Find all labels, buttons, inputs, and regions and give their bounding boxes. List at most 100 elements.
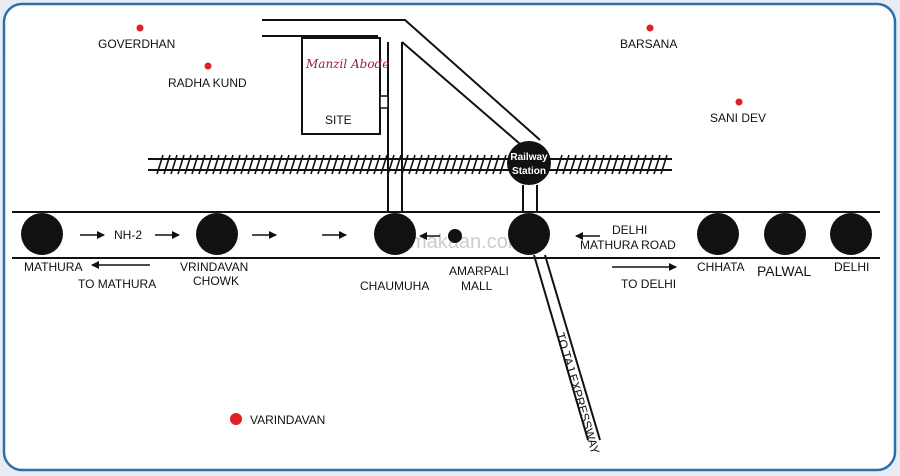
rail-sleeper bbox=[492, 154, 500, 175]
nh2-label: NH-2 bbox=[114, 228, 142, 242]
mathura-stop-marker bbox=[21, 213, 63, 255]
rail-sleeper bbox=[653, 154, 661, 175]
brand-logo: Manzil Abode bbox=[305, 57, 389, 71]
delhi-mathura-road-line1: DELHI bbox=[612, 223, 647, 237]
vrindavan-label-line2: CHOWK bbox=[193, 274, 239, 288]
rail-sleeper bbox=[366, 154, 374, 175]
rail-sleeper bbox=[604, 154, 612, 175]
goverdhan-marker bbox=[136, 24, 144, 32]
rail-sleeper bbox=[317, 154, 325, 175]
rail-sleeper bbox=[324, 154, 332, 175]
rail-sleeper bbox=[583, 154, 591, 175]
rail-sleeper bbox=[359, 154, 367, 175]
railway-station-line1: Railway bbox=[510, 152, 548, 163]
amarpali-mall-stop-marker bbox=[508, 213, 550, 255]
railway-track bbox=[148, 154, 672, 175]
site-label: SITE bbox=[325, 113, 352, 127]
to-delhi-label: TO DELHI bbox=[621, 277, 676, 291]
direction-arrows bbox=[80, 231, 677, 271]
sani-dev-marker bbox=[735, 98, 743, 106]
delhi-mathura-road-line2: MATHURA ROAD bbox=[580, 238, 676, 252]
amarpali-mall-dot bbox=[448, 229, 462, 243]
rail-sleeper bbox=[170, 154, 178, 175]
varindavan-label: VARINDAVAN bbox=[250, 413, 325, 427]
palwal-label: PALWAL bbox=[757, 263, 811, 279]
rail-sleeper bbox=[310, 154, 318, 175]
rail-sleeper bbox=[289, 154, 297, 175]
rail-sleeper bbox=[618, 154, 626, 175]
rail-sleeper bbox=[226, 154, 234, 175]
rail-sleeper bbox=[660, 154, 668, 175]
radha-kund-label: RADHA KUND bbox=[168, 76, 247, 90]
palwal-stop-marker bbox=[764, 213, 806, 255]
rail-sleeper bbox=[254, 154, 262, 175]
chhata-label: CHHATA bbox=[697, 260, 745, 274]
rail-sleeper bbox=[499, 154, 507, 175]
vrindavan-label-line1: VRINDAVAN bbox=[180, 260, 248, 274]
road-to-taj-expressway bbox=[533, 254, 601, 441]
rail-sleeper bbox=[408, 154, 416, 175]
to-mathura-label: TO MATHURA bbox=[78, 277, 156, 291]
rail-sleeper bbox=[555, 154, 563, 175]
highway-nh2 bbox=[12, 211, 880, 259]
amarpali-label-line1: AMARPALI bbox=[449, 264, 509, 278]
chaumuha-stop-marker bbox=[374, 213, 416, 255]
rail-sleeper bbox=[380, 154, 388, 175]
rail-sleeper bbox=[436, 154, 444, 175]
rail-sleeper bbox=[415, 154, 423, 175]
railway-station-marker: Railway Station bbox=[507, 141, 551, 185]
rail-sleeper bbox=[233, 154, 241, 175]
watermark-text: makaan.com bbox=[410, 231, 525, 253]
rail-sleeper bbox=[373, 154, 381, 175]
barsana-marker bbox=[646, 24, 654, 32]
rail-sleeper bbox=[590, 154, 598, 175]
rail-sleeper bbox=[268, 154, 276, 175]
rail-sleeper bbox=[597, 154, 605, 175]
rail-sleeper bbox=[331, 154, 339, 175]
road-to-site bbox=[387, 42, 403, 212]
rail-sleeper bbox=[163, 154, 171, 175]
rail-sleeper bbox=[457, 154, 465, 175]
rail-sleeper bbox=[247, 154, 255, 175]
rail-sleeper bbox=[639, 154, 647, 175]
vrindavan-chowk-stop-marker bbox=[196, 213, 238, 255]
sani-dev-label: SANI DEV bbox=[710, 111, 766, 125]
rail-sleeper bbox=[394, 154, 402, 175]
delhi-label: DELHI bbox=[834, 260, 869, 274]
rail-sleeper bbox=[303, 154, 311, 175]
rail-sleeper bbox=[156, 154, 164, 175]
rail-sleeper bbox=[296, 154, 304, 175]
road-to-railway-station bbox=[262, 19, 541, 151]
rail-sleeper bbox=[443, 154, 451, 175]
rail-sleeper bbox=[198, 154, 206, 175]
mathura-label: MATHURA bbox=[24, 260, 82, 274]
rail-sleeper bbox=[191, 154, 199, 175]
rail-sleeper bbox=[450, 154, 458, 175]
rail-sleeper bbox=[464, 154, 472, 175]
rail-sleeper bbox=[205, 154, 213, 175]
rail-sleeper bbox=[282, 154, 290, 175]
rail-sleeper bbox=[352, 154, 360, 175]
radha-kund-marker bbox=[204, 62, 212, 70]
chhata-stop-marker bbox=[697, 213, 739, 255]
rail-sleeper bbox=[611, 154, 619, 175]
barsana-label: BARSANA bbox=[620, 37, 677, 51]
rail-sleeper bbox=[569, 154, 577, 175]
rail-sleeper bbox=[562, 154, 570, 175]
rail-sleeper bbox=[485, 154, 493, 175]
amarpali-label-line2: MALL bbox=[461, 279, 493, 293]
varindavan-marker bbox=[230, 413, 242, 425]
rail-sleeper bbox=[219, 154, 227, 175]
rail-sleeper bbox=[625, 154, 633, 175]
railway-station-line2: Station bbox=[512, 166, 546, 177]
delhi-stop-marker bbox=[830, 213, 872, 255]
rail-sleeper bbox=[478, 154, 486, 175]
rail-sleeper bbox=[429, 154, 437, 175]
goverdhan-label: GOVERDHAN bbox=[98, 37, 175, 51]
rail-sleeper bbox=[240, 154, 248, 175]
rail-sleeper bbox=[632, 154, 640, 175]
rail-sleeper bbox=[576, 154, 584, 175]
rail-sleeper bbox=[212, 154, 220, 175]
rail-sleeper bbox=[338, 154, 346, 175]
